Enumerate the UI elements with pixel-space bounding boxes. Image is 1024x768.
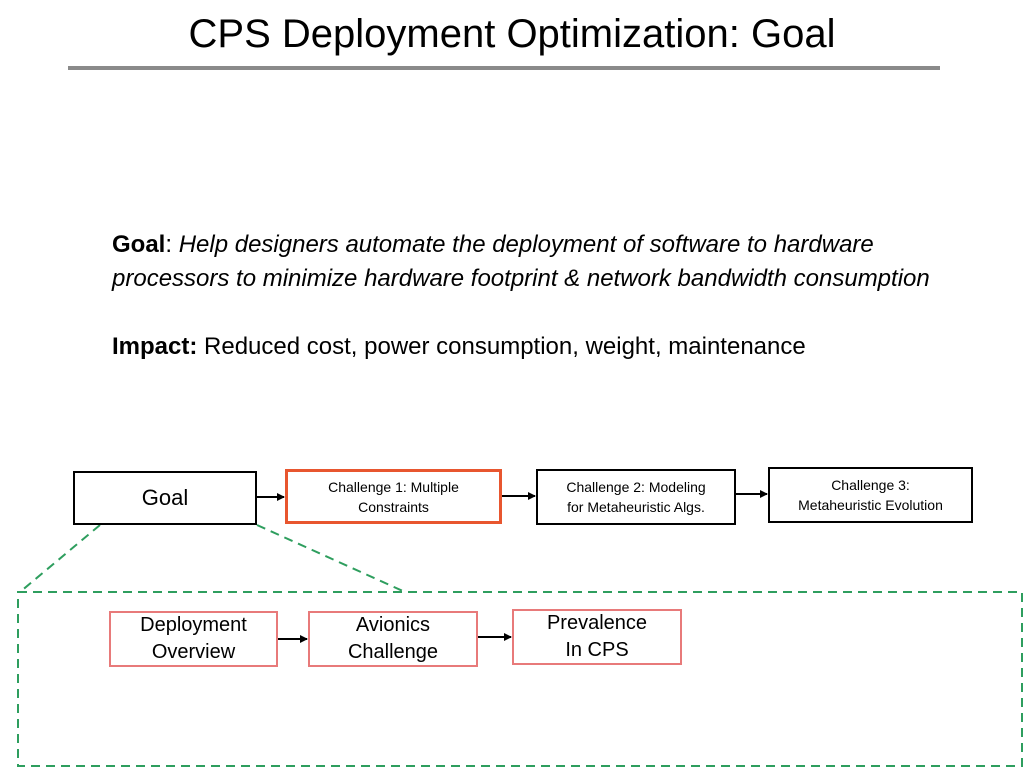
avionics-challenge-line-2: Challenge — [347, 641, 439, 663]
impact-paragraph: Impact: Reduced cost, power consumption,… — [112, 330, 932, 364]
title-divider — [68, 66, 940, 70]
impact-text: Reduced cost, power consumption, weight,… — [197, 333, 806, 360]
goal-paragraph: Goal: Help designers automate the deploy… — [112, 228, 932, 296]
goal-label: Goal — [112, 231, 166, 258]
deployment-overview-text: Deployment Overview — [140, 612, 247, 666]
prevalence-in-cps-line-1: Prevalence — [546, 612, 648, 634]
prevalence-in-cps-box[interactable]: Prevalence In CPS — [512, 609, 682, 665]
deployment-overview-line-1: Deployment — [140, 614, 247, 636]
challenge-1-line-2: Constraints — [358, 498, 429, 515]
prevalence-in-cps-text: Prevalence In CPS — [547, 610, 647, 664]
slide-body: Goal: Help designers automate the deploy… — [112, 228, 932, 364]
deployment-overview-box[interactable]: Deployment Overview — [109, 611, 278, 667]
challenge-2-line-1: Challenge 2: Modeling — [566, 479, 706, 495]
challenge-3-line-1: Challenge 3: — [831, 477, 910, 493]
challenge-2-text: Challenge 2: Modeling for Metaheuristic … — [566, 477, 705, 517]
challenge-1-text: Challenge 1: Multiple Constraints — [328, 477, 459, 517]
deployment-overview-line-2: Overview — [151, 641, 236, 663]
goal-box[interactable]: Goal — [73, 471, 257, 525]
impact-label: Impact: — [112, 333, 198, 360]
challenge-3-box[interactable]: Challenge 3: Metaheuristic Evolution — [768, 467, 973, 523]
goal-box-label: Goal — [141, 485, 189, 510]
avionics-challenge-box[interactable]: Avionics Challenge — [308, 611, 478, 667]
zoom-line-left — [19, 524, 101, 593]
goal-text: Help designers automate the deployment o… — [112, 231, 930, 292]
challenge-3-text: Challenge 3: Metaheuristic Evolution — [798, 475, 943, 515]
challenge-1-line-1: Challenge 1: Multiple — [328, 478, 459, 495]
challenge-1-box[interactable]: Challenge 1: Multiple Constraints — [285, 469, 502, 524]
challenge-2-line-2: for Metaheuristic Algs. — [567, 499, 705, 515]
challenge-3-line-2: Metaheuristic Evolution — [798, 497, 943, 513]
prevalence-in-cps-line-2: In CPS — [565, 639, 629, 661]
zoom-frame — [17, 591, 1023, 767]
avionics-challenge-text: Avionics Challenge — [348, 612, 438, 666]
goal-separator: : — [165, 231, 179, 258]
zoom-line-right — [256, 524, 406, 593]
challenge-2-box[interactable]: Challenge 2: Modeling for Metaheuristic … — [536, 469, 736, 525]
avionics-challenge-line-1: Avionics — [355, 614, 431, 636]
page-title: CPS Deployment Optimization: Goal — [188, 12, 836, 56]
